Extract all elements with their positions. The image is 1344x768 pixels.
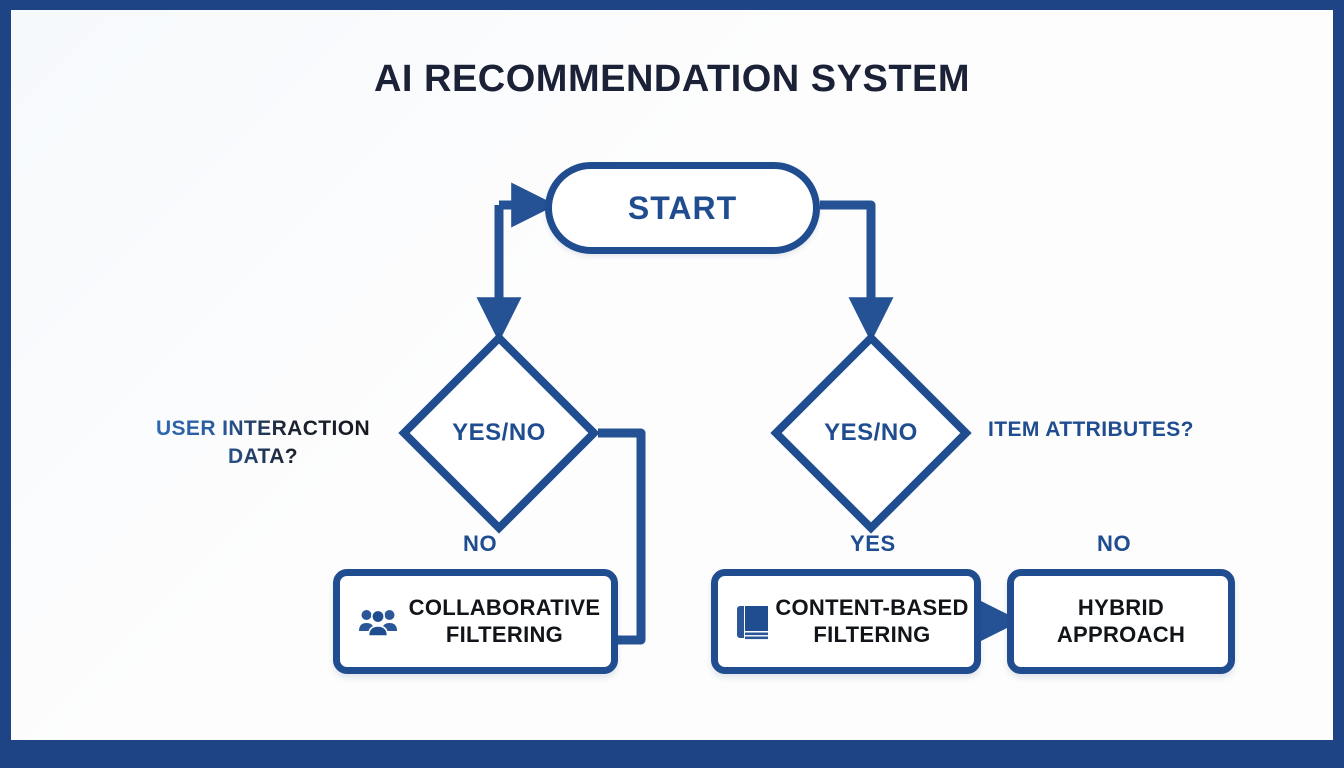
node-collaborative-filtering[interactable]: COLLABORATIVE FILTERING: [333, 569, 618, 674]
decision-right-outline[interactable]: [770, 332, 972, 534]
edge-decision-left-to-collaborative: [598, 428, 646, 645]
page-title: AI RECOMMENDATION SYSTEM: [373, 58, 971, 100]
node-hybrid-approach[interactable]: HYBRID APPROACH: [1007, 569, 1235, 674]
node-hybrid-approach-label: HYBRID APPROACH: [1056, 594, 1186, 647]
node-decision-right[interactable]: YES/NO: [772, 334, 970, 532]
edge-start-to-decision-right: [820, 200, 894, 343]
diagram-page-background: [11, 10, 1333, 740]
annotation-user-interaction-data: USER INTERACTION DATA?: [152, 415, 374, 472]
node-decision-left-label: YES/NO: [452, 419, 546, 446]
node-content-based-filtering-label: CONTENT-BASED FILTERING: [775, 594, 969, 647]
node-decision-left[interactable]: YES/NO: [400, 334, 598, 532]
node-start[interactable]: START: [545, 162, 820, 254]
book-icon: [736, 604, 770, 640]
node-decision-right-label: YES/NO: [824, 419, 918, 446]
node-collaborative-filtering-label: COLLABORATIVE FILTERING: [408, 594, 601, 647]
decision-left-outline[interactable]: [398, 332, 600, 534]
annotation-item-attributes: ITEM ATTRIBUTES?: [988, 418, 1194, 441]
node-start-label: START: [627, 189, 738, 226]
edge-label-right-yes: YES: [850, 531, 896, 556]
edge-label-right-no: NO: [1097, 531, 1132, 556]
node-content-based-filtering[interactable]: CONTENT-BASED FILTERING: [711, 569, 981, 674]
people-group-icon: [358, 607, 398, 637]
edge-label-left-no: NO: [463, 531, 498, 556]
